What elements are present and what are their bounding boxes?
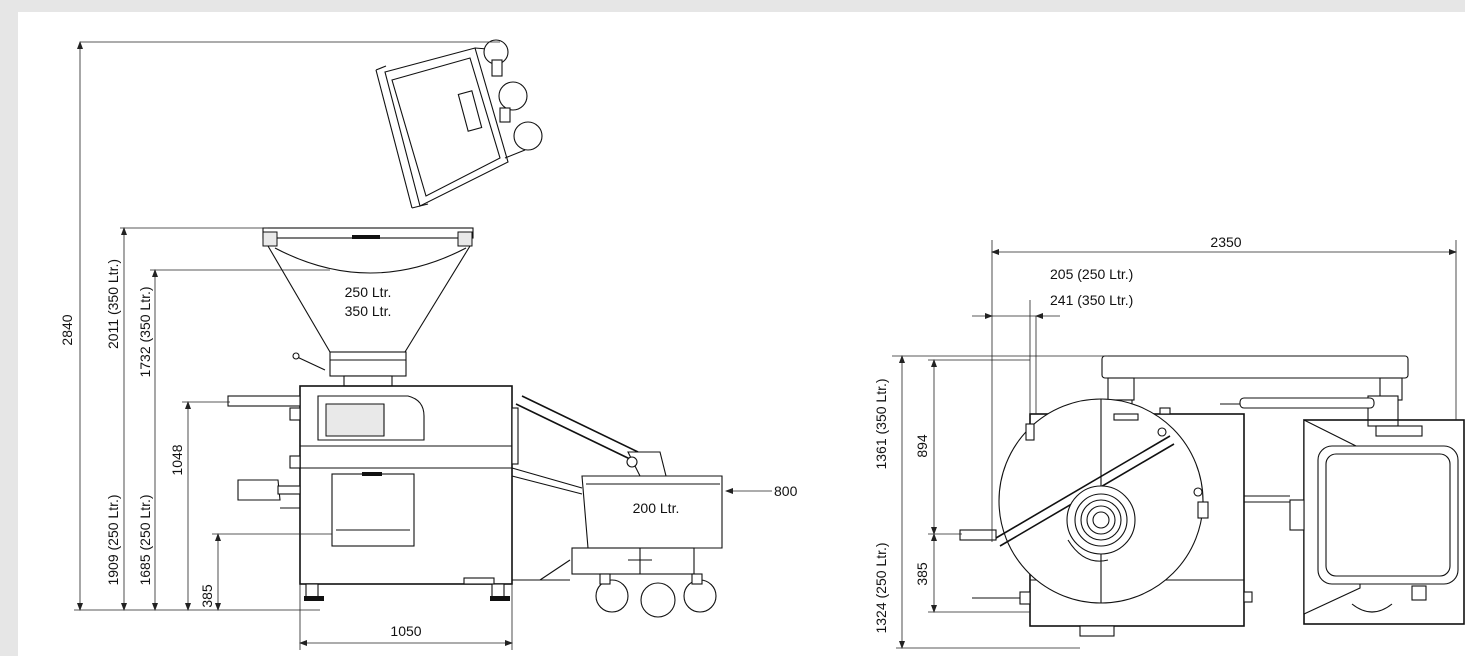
hopper-label-250: 250 Ltr. [345,284,392,300]
wheel-icon [640,582,676,618]
wheel-icon [683,579,717,613]
dim-385-side: 385 [199,584,215,608]
lifting-device [511,395,667,581]
dim-1048: 1048 [169,444,185,475]
dim-1732-350l: 1732 (350 Ltr.) [137,286,153,377]
dim-241-350l: 241 (350 Ltr.) [1050,292,1133,308]
side-view-labels: 2840 2011 (350 Ltr.) 1732 (350 Ltr.) 190… [59,259,798,639]
hopper-label-350: 350 Ltr. [345,303,392,319]
wheel-icon [595,579,629,613]
drawing-sheet: 2840 2011 (350 Ltr.) 1732 (350 Ltr.) 190… [18,12,1465,656]
top-view-dimension-lines [892,240,1457,649]
dim-894: 894 [914,434,930,458]
wheel-icon [513,121,543,151]
dim-2350: 2350 [1210,234,1241,250]
trolley-200l [571,475,723,618]
dim-205-250l: 205 (250 Ltr.) [1050,266,1133,282]
filler-machine-body [227,385,519,601]
dim-1324-250l: 1324 (250 Ltr.) [873,542,889,633]
side-view: 2840 2011 (350 Ltr.) 1732 (350 Ltr.) 190… [59,39,798,650]
top-view-lift-arm [1101,355,1423,437]
dim-1685-250l: 1685 (250 Ltr.) [137,494,153,585]
hopper [262,227,474,387]
tilted-lifting-bin [375,39,543,209]
dim-2011-350l: 2011 (350 Ltr.) [105,259,121,349]
top-view-machine-body [959,398,1290,637]
technical-drawing: 2840 2011 (350 Ltr.) 1732 (350 Ltr.) 190… [59,39,1465,650]
top-view: 2350 205 (250 Ltr.) 241 (350 Ltr.) 1361 … [873,234,1465,649]
dim-385-top: 385 [914,562,930,586]
dim-800: 800 [774,483,798,499]
dim-1909-250l: 1909 (250 Ltr.) [105,494,121,585]
wheel-icon [498,81,528,111]
top-view-labels: 2350 205 (250 Ltr.) 241 (350 Ltr.) 1361 … [873,234,1242,634]
dim-total-height: 2840 [59,314,75,345]
trolley-label: 200 Ltr. [633,500,680,516]
dim-1050: 1050 [390,623,421,639]
side-view-dimension-lines [74,41,772,650]
top-view-bin [1289,419,1465,625]
dim-1361-350l: 1361 (350 Ltr.) [873,378,889,469]
